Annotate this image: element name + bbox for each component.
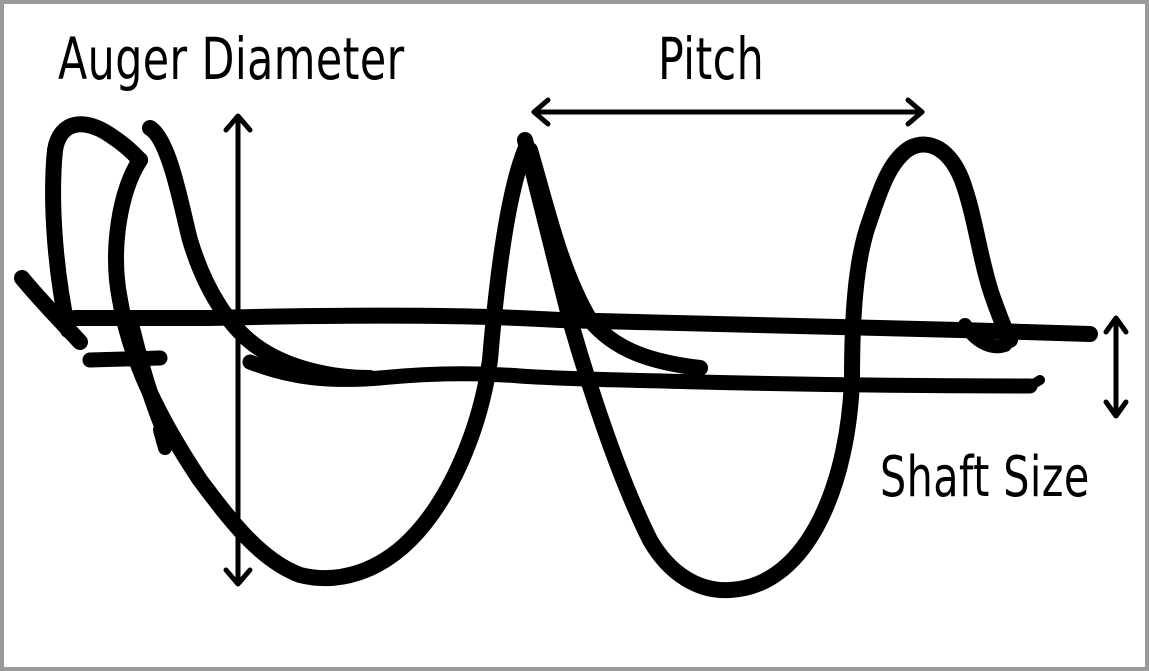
- auger-diameter-arrow: [223, 113, 253, 587]
- pitch-arrow: [531, 97, 925, 127]
- auger-flight-left: [14, 116, 533, 586]
- shaft-size-arrow: [1103, 315, 1129, 419]
- pitch-label: Pitch: [658, 25, 765, 93]
- auger-diameter-label: Auger Diameter: [58, 25, 405, 93]
- auger-flight-right: [517, 132, 1018, 599]
- shaft-size-label: Shaft Size: [880, 445, 1090, 510]
